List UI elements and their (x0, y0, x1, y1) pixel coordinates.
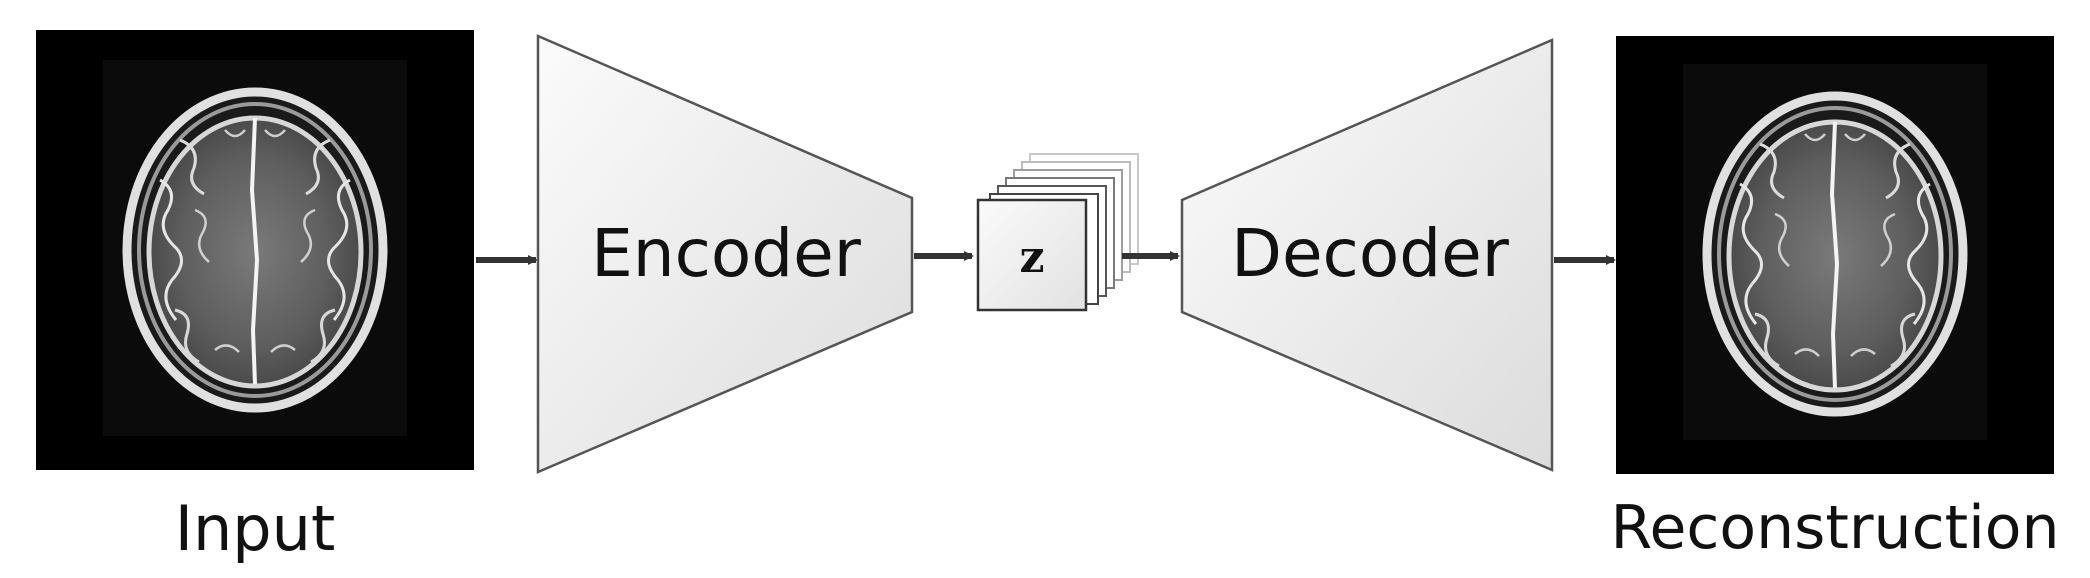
decoder-label: Decoder (1231, 215, 1510, 292)
decoder-block (1180, 38, 1554, 472)
reconstruction-image (1616, 36, 2054, 474)
latent-label: z (1020, 232, 1045, 283)
latent-stack: z (976, 153, 1139, 312)
reconstruction-caption: Reconstruction (1610, 493, 2059, 563)
input-image (36, 30, 474, 470)
input-caption: Input (175, 492, 336, 565)
encoder-label: Encoder (591, 215, 862, 292)
encoder-block (536, 34, 914, 474)
